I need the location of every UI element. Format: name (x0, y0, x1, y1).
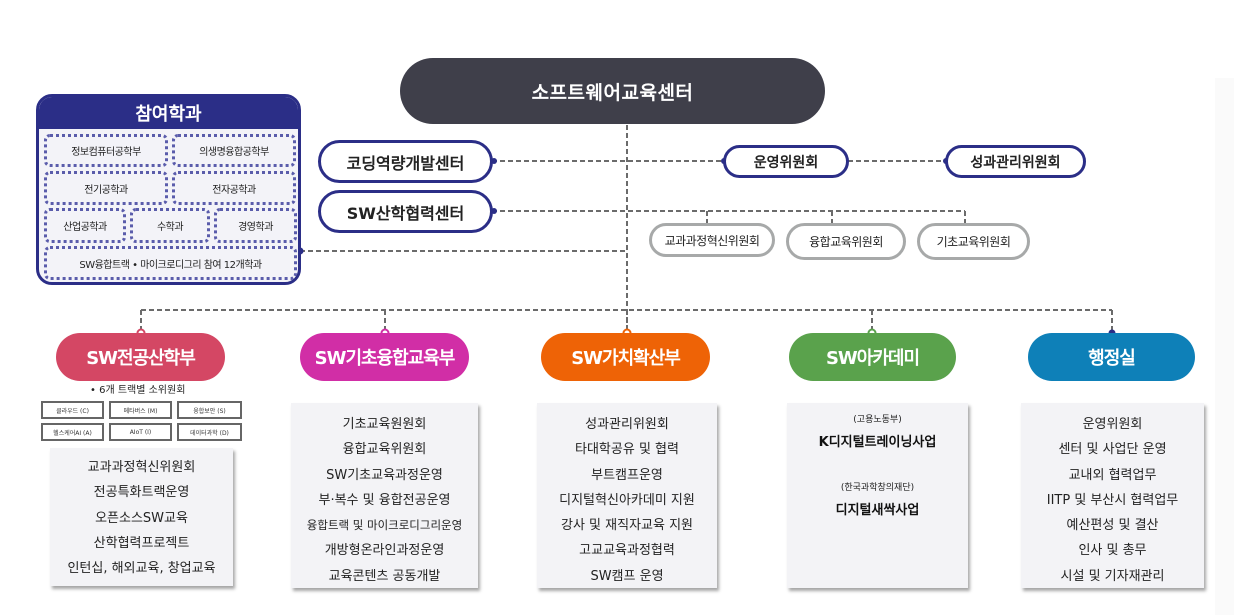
track-box: 클라우드 (C) (41, 401, 104, 419)
software-education-center-node: 소프트웨어교육센터 (400, 58, 825, 124)
division-sw-major: SW전공산학부 (56, 333, 225, 381)
department-item: 경영학과 (214, 208, 297, 243)
card-item: 오픈소스SW교육 (95, 510, 188, 526)
card-item: 시설 및 기자재관리 (1060, 568, 1165, 584)
basic-committee-label: 기초교육위원회 (936, 235, 1011, 249)
division-sw-academy: SW아카데미 (789, 333, 956, 381)
card-item: 부·복수 및 융합전공운영 (318, 492, 451, 508)
program-sponsor: (한국과학창의재단) (840, 483, 915, 493)
sw-industry-center-label: SW산학협력센터 (346, 203, 465, 223)
participating-departments-box: 참여학과 정보컴퓨터공학부 의생명융합공학부 전기공학과 전자공학과 산업공학과… (36, 94, 301, 285)
card-item: 성과관리위원회 (585, 417, 669, 432)
card-item: 인턴십, 해외교육, 창업교육 (67, 561, 216, 577)
division-name: SW기초융합교육부 (314, 348, 456, 369)
program-name: 디지털새싹사업 (835, 503, 920, 518)
center-title: 소프트웨어교육센터 (531, 81, 694, 104)
background-panel (1215, 78, 1234, 615)
card-item: 예산편성 및 결산 (1066, 518, 1159, 534)
curriculum-committee-node: 교과과정혁신위원회 (649, 223, 775, 257)
track-box: 데이터과학 (D) (177, 423, 242, 441)
sw-industry-center-node: SW산학협력센터 (318, 190, 493, 233)
card-item: SW기초교육과정운영 (326, 467, 443, 483)
division-card-sw-major: 교과과정혁신위원회 전공특화트랙운영 오픈소스SW교육 산학협력프로젝트 인턴십… (50, 448, 233, 586)
division-sw-value: SW가치확산부 (541, 333, 710, 381)
program-name: K디지털트레이닝사업 (818, 435, 937, 450)
curriculum-committee-label: 교과과정혁신위원회 (664, 233, 760, 248)
card-item: 개방형온라인과정운영 (324, 543, 445, 559)
division-card-sw-value: 성과관리위원회 타대학공유 및 협력 부트캠프운영 디지털혁신아카데미 지원 강… (537, 403, 717, 588)
card-item: 융합교육위원회 (342, 442, 427, 458)
operation-committee-node: 운영위원회 (723, 145, 849, 178)
card-item: IITP 및 부산시 협력업무 (1046, 492, 1179, 508)
track-box: 헬스케어AI (A) (41, 423, 104, 441)
department-item-sw-track: SW융합트랙 • 마이크로디그리 참여 12개학과 (44, 246, 297, 280)
card-item: 인사 및 총무 (1078, 543, 1147, 559)
card-item: 교과과정혁신위원회 (87, 460, 196, 475)
division-admin-office: 행정실 (1028, 333, 1195, 381)
coding-center-node: 코딩역량개발센터 (318, 140, 493, 183)
track-box: 메타버스 (M) (109, 401, 172, 419)
coding-center-label: 코딩역량개발센터 (346, 153, 465, 173)
card-item: 운영위원회 (1082, 417, 1143, 432)
card-item: 강사 및 재직자교육 지원 (561, 518, 693, 534)
department-item: 전자공학과 (172, 171, 296, 205)
program-sponsor: (고용노동부) (853, 415, 902, 425)
division-name: SW가치확산부 (571, 348, 681, 369)
basic-committee-node: 기초교육위원회 (917, 223, 1030, 260)
card-item: 산학협력프로젝트 (93, 535, 190, 551)
card-item: 타대학공유 및 협력 (575, 442, 679, 458)
card-item: 교육콘텐츠 공동개발 (328, 568, 441, 584)
track-note: • 6개 트랙별 소위원회 (90, 385, 186, 396)
card-item: 융합트랙 및 마이크로디그리운영 (306, 518, 463, 533)
department-item: 의생명융합공학부 (172, 134, 296, 167)
division-name: SW전공산학부 (86, 348, 196, 369)
card-item: 교내외 협력업무 (1068, 467, 1157, 483)
department-item: 수학과 (130, 208, 210, 243)
card-item: 고교교육과정협력 (579, 543, 675, 559)
convergence-committee-node: 융합교육위원회 (786, 223, 906, 260)
card-item: 디지털혁신아카데미 지원 (559, 492, 695, 508)
department-item: 전기공학과 (44, 171, 168, 205)
performance-committee-node: 성과관리위원회 (945, 145, 1086, 178)
operation-committee-label: 운영위원회 (753, 154, 819, 171)
card-item: 센터 및 사업단 운영 (1058, 442, 1167, 458)
departments-title: 참여학과 (39, 97, 298, 129)
division-sw-basic: SW기초융합교육부 (300, 333, 469, 381)
division-card-admin-office: 운영위원회 센터 및 사업단 운영 교내외 협력업무 IITP 및 부산시 협력… (1021, 403, 1204, 588)
card-item: SW캠프 운영 (590, 568, 664, 584)
department-item: 산업공학과 (44, 208, 126, 243)
department-item: 정보컴퓨터공학부 (44, 134, 168, 167)
division-name: 행정실 (1088, 348, 1136, 369)
division-card-sw-basic: 기초교육원원회 융합교육위원회 SW기초교육과정운영 부·복수 및 융합전공운영… (291, 403, 478, 588)
track-box: AIoT (I) (109, 423, 172, 441)
performance-committee-label: 성과관리위원회 (970, 154, 1061, 171)
card-item: 기초교육원원회 (342, 417, 427, 432)
division-name: SW아카데미 (825, 348, 920, 369)
convergence-committee-label: 융합교육위원회 (809, 235, 883, 249)
division-card-sw-academy: (고용노동부) K디지털트레이닝사업 (한국과학창의재단) 디지털새싹사업 (787, 403, 968, 588)
card-item: 부트캠프운영 (591, 467, 663, 483)
card-item: 전공특화트랙운영 (93, 485, 190, 501)
track-box: 융합보안 (S) (177, 401, 242, 419)
